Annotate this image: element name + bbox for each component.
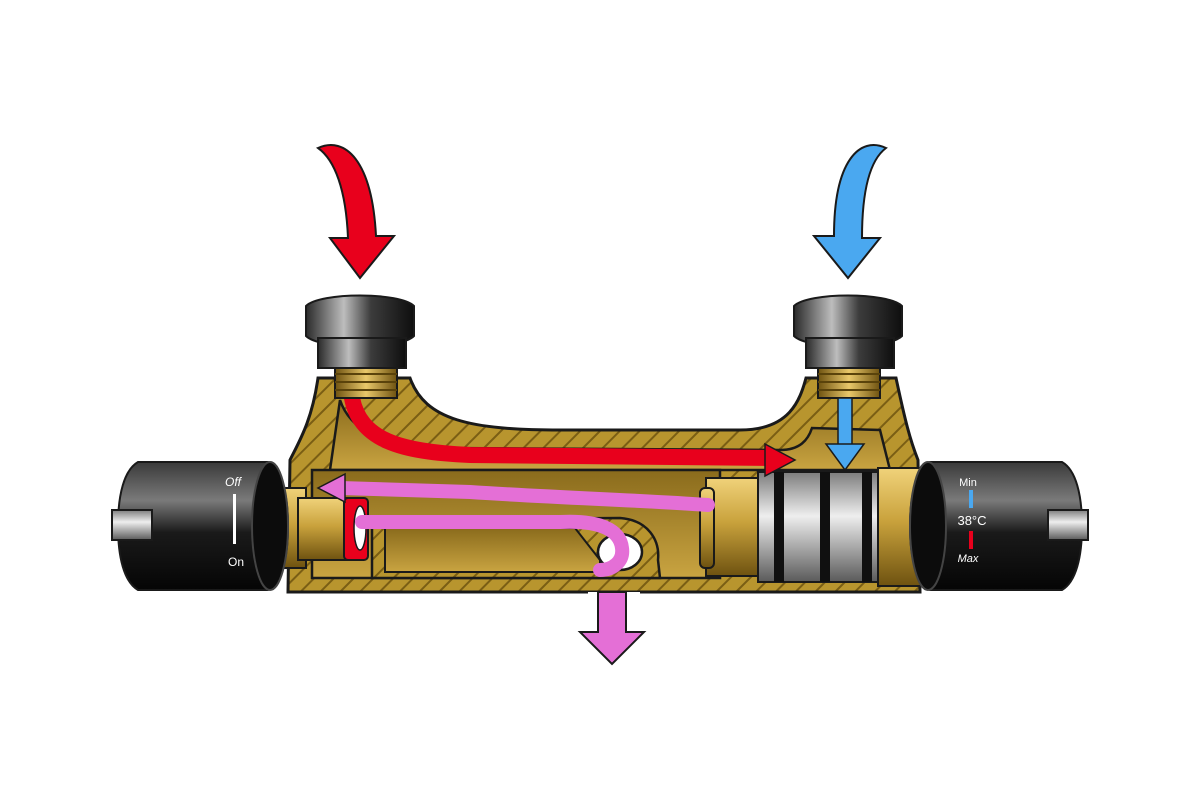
on-off-handle[interactable]: Off On <box>111 461 290 591</box>
max-label: Max <box>958 553 979 565</box>
on-off-cartridge <box>275 487 369 569</box>
on-label: On <box>228 555 244 569</box>
outlet-arrow-icon <box>577 591 647 666</box>
temperature-handle[interactable]: Min 38°C Max <box>908 461 1089 591</box>
mixed-flow-lower <box>355 514 630 577</box>
hot-inlet-arrow-icon <box>315 144 397 280</box>
hot-inlet-fitting <box>305 294 415 399</box>
cold-water-internal-flow <box>824 397 866 472</box>
cold-inlet-fitting <box>793 294 903 399</box>
right-handle-nib <box>1047 509 1089 541</box>
cold-inlet-arrow-icon <box>811 144 888 280</box>
hot-water-flow <box>344 390 797 478</box>
left-handle-nib <box>111 509 153 541</box>
hot-flow-arrowhead <box>764 442 797 478</box>
mixed-flow-arrowhead <box>316 472 346 504</box>
temperature-scale-icon <box>969 490 973 508</box>
mixed-water-flow <box>316 472 715 577</box>
mixed-flow-upper <box>333 481 715 512</box>
off-label: Off <box>225 475 243 489</box>
hot-flow-path <box>344 390 778 466</box>
min-label: Min <box>959 477 977 489</box>
inner-cavity <box>384 527 601 573</box>
temperature-scale-hot <box>969 531 973 549</box>
temperature-label: 38°C <box>957 513 986 528</box>
thermostatic-cartridge <box>699 467 925 587</box>
on-off-scale-icon <box>233 494 236 544</box>
